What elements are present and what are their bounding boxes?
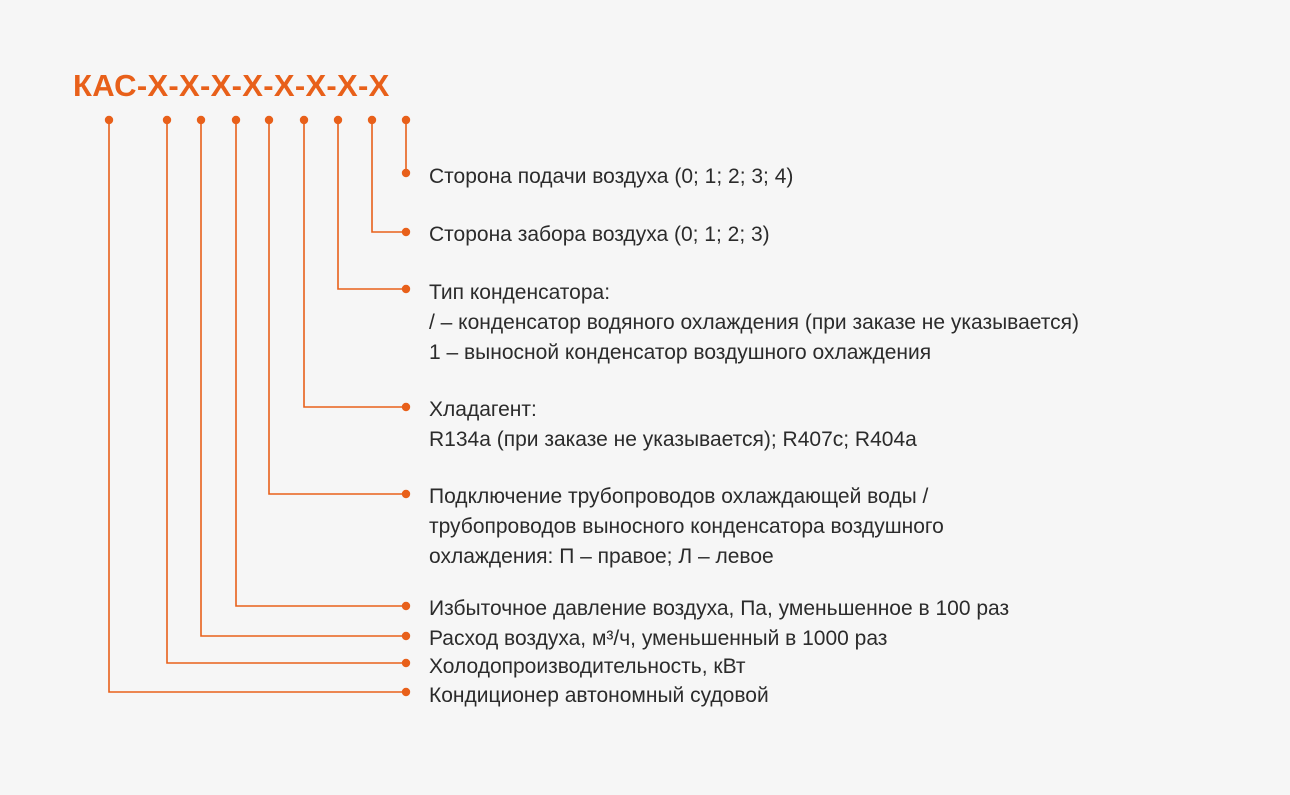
desc-excess-pressure: Избыточное давление воздуха, Па, уменьше… [429, 594, 1009, 624]
code-dot-3 [196, 115, 206, 125]
desc-line: Хладагент: [429, 398, 537, 421]
desc-line: Избыточное давление воздуха, Па, уменьше… [429, 597, 1010, 620]
desc-pipe-connection: Подключение трубопроводов охлаждающей во… [429, 482, 944, 572]
end-dot-refrigerant [401, 402, 411, 412]
end-dot-pressure [401, 601, 411, 611]
code-dot-9 [401, 115, 411, 125]
desc-refrigerant: Хладагент: R134a (при заказе не указывае… [429, 395, 917, 455]
end-dot-pipe [401, 489, 411, 499]
desc-line: R134a (при заказе не указывается); R407с… [429, 428, 917, 451]
desc-line: 1 – выносной конденсатор воздушного охла… [429, 341, 932, 364]
end-dot-condenser [401, 284, 411, 294]
code-dot-5 [264, 115, 274, 125]
desc-line: Подключение трубопроводов охлаждающей во… [429, 485, 929, 508]
desc-line: охлаждения: П – правое; Л – левое [429, 545, 774, 568]
end-dot-air-intake [401, 227, 411, 237]
end-dot-air-supply [401, 168, 411, 178]
end-dot-airflow [401, 631, 411, 641]
desc-air-flow: Расход воздуха, м³/ч, уменьшенный в 1000… [429, 624, 887, 654]
code-dot-8 [367, 115, 377, 125]
desc-line: Тип конденсатора: [429, 281, 611, 304]
desc-air-intake-side: Сторона забора воздуха (0; 1; 2; 3) [429, 220, 770, 250]
code-dot-4 [231, 115, 241, 125]
model-code: КАС-Х-Х-Х-Х-Х-Х-Х-Х [73, 68, 390, 103]
desc-unit-type: Кондиционер автономный судовой [429, 681, 769, 711]
end-dot-unit [401, 687, 411, 697]
desc-line: Холодопроизводительность, кВт [429, 655, 746, 678]
desc-line: Кондиционер автономный судовой [429, 684, 769, 707]
code-dot-2 [162, 115, 172, 125]
code-dot-6 [299, 115, 309, 125]
desc-condenser-type: Тип конденсатора: / – конденсатор водяно… [429, 278, 1079, 368]
desc-line: Сторона подачи воздуха (0; 1; 2; 3; 4) [429, 165, 794, 188]
desc-line: Сторона забора воздуха (0; 1; 2; 3) [429, 223, 770, 246]
desc-air-supply-side: Сторона подачи воздуха (0; 1; 2; 3; 4) [429, 162, 793, 192]
code-dot-7 [333, 115, 343, 125]
code-dot-1 [104, 115, 114, 125]
desc-line: / – конденсатор водяного охлаждения (при… [429, 311, 1080, 334]
end-dot-capacity [401, 658, 411, 668]
desc-line: трубопроводов выносного конденсатора воз… [429, 515, 944, 538]
desc-line: Расход воздуха, м³/ч, уменьшенный в 1000… [429, 627, 888, 650]
desc-cooling-capacity: Холодопроизводительность, кВт [429, 652, 746, 682]
